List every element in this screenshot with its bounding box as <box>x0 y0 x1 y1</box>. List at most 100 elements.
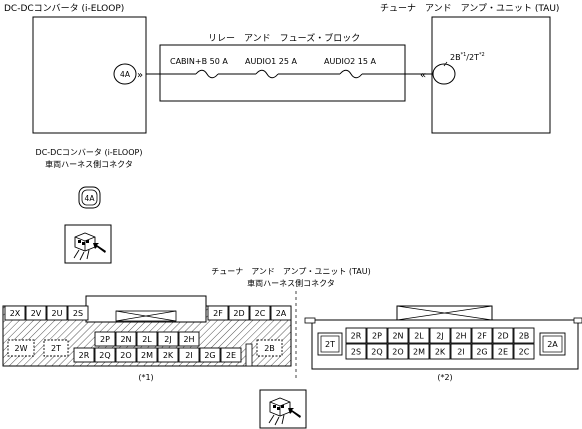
pin-2k: 2K <box>163 351 174 360</box>
pin-2h: 2H <box>183 335 194 344</box>
pin-2w-cell <box>7 339 35 357</box>
pin-2o-cell <box>387 343 409 360</box>
pin-2n: 2N <box>120 335 131 344</box>
pin-2d-cell <box>228 305 250 321</box>
pin-2l-cell <box>136 331 158 347</box>
fuse-audio1: AUDIO1 25 A <box>245 57 298 66</box>
pin-2b: 2B <box>264 344 275 353</box>
pin-2s-cell <box>67 305 89 321</box>
connector-arrow-icon: » <box>137 70 143 81</box>
pin-2q-cell <box>366 343 388 360</box>
pin-2u: 2U <box>52 309 63 318</box>
fuse-audio2: AUDIO2 15 A <box>324 57 377 66</box>
connector-view-hand-icon <box>259 389 307 429</box>
pin-2f: 2F <box>477 332 487 341</box>
connector-4a-marker <box>113 63 137 85</box>
connector-view-hand-icon <box>64 224 112 264</box>
pin-2t: 2T <box>325 340 335 349</box>
pin-2e-cell <box>220 347 242 363</box>
tau-pin-label: 2B*1/2T*2 <box>450 52 485 62</box>
relay-block-title: リレー アンド フューズ・ブロック <box>208 32 360 44</box>
pin-2e: 2E <box>498 348 508 357</box>
pin-2d-cell <box>492 327 514 344</box>
connector-2-note: (*2) <box>437 373 452 382</box>
connector-4a-marker-label: 4A <box>120 70 131 79</box>
connector-1-note: (*1) <box>138 373 153 382</box>
pin-2i-cell <box>450 343 472 360</box>
pin-2r: 2R <box>79 351 90 360</box>
pin-2k: 2K <box>435 348 446 357</box>
pin-2t: 2T <box>51 344 61 353</box>
pin-2k-cell <box>157 347 179 363</box>
tau-title: チューナ アンド アンプ・ユニット (TAU) <box>380 3 559 14</box>
tau-pin-marker <box>432 63 456 85</box>
pin-2a-inner <box>542 335 563 353</box>
pin-2f-cell <box>207 305 229 321</box>
tau-harness-label-2: 車両ハーネス側コネクタ <box>247 278 335 288</box>
pin-2s: 2S <box>73 309 83 318</box>
pin-2j: 2J <box>164 335 171 344</box>
pin-2p: 2P <box>100 335 110 344</box>
pin-2g-cell <box>199 347 221 363</box>
pin-2m: 2M <box>141 351 153 360</box>
pin-2o-cell <box>115 347 137 363</box>
pin-2l: 2L <box>414 332 424 341</box>
pin-2i-cell <box>178 347 200 363</box>
pin-2e-cell <box>492 343 514 360</box>
dcdc-title: DC-DCコンバータ (i-ELOOP) <box>4 3 124 14</box>
pin-2c: 2C <box>255 309 266 318</box>
pin-2l-cell <box>408 327 430 344</box>
pin-2n-cell <box>387 327 409 344</box>
pin-2m-cell <box>136 347 158 363</box>
pin-2w: 2W <box>15 344 28 353</box>
pin-2j-cell <box>429 327 451 344</box>
pin-2s-cell <box>345 343 367 360</box>
pin-2o: 2O <box>392 348 403 357</box>
pin-2v-cell <box>25 305 47 321</box>
pin-2i: 2I <box>185 351 192 360</box>
tau-harness-label-1: チューナ アンド アンプ・ユニット (TAU) <box>211 267 371 276</box>
connector-arrow-icon: « <box>420 70 426 81</box>
tau-box <box>431 16 551 134</box>
pin-2d: 2D <box>497 332 508 341</box>
pin-2t-inner <box>320 335 340 353</box>
pin-2h-cell <box>178 331 200 347</box>
fuse-symbol-icon <box>339 69 363 79</box>
fuse-symbol-icon <box>255 69 279 79</box>
pin-2a: 2A <box>547 340 558 349</box>
pin-2v: 2V <box>31 309 42 318</box>
connector-4a-label: 4A <box>85 194 96 203</box>
pin-2j-cell <box>157 331 179 347</box>
pin-2h: 2H <box>455 332 466 341</box>
pin-2q: 2Q <box>371 348 382 357</box>
pin-2n-cell <box>115 331 137 347</box>
pin-2p-cell <box>94 331 116 347</box>
pin-2q: 2Q <box>99 351 110 360</box>
pin-2g: 2G <box>204 351 215 360</box>
pin-2c-cell <box>513 343 535 360</box>
pin-2p: 2P <box>372 332 382 341</box>
pin-2r-cell <box>345 327 367 344</box>
dcdc-harness-label-2: 車両ハーネス側コネクタ <box>45 159 133 169</box>
pin-2c: 2C <box>519 348 530 357</box>
pin-2c-cell <box>249 305 271 321</box>
pin-2l: 2L <box>142 335 152 344</box>
pin-2r-cell <box>73 347 95 363</box>
pin-2g-cell <box>471 343 493 360</box>
pin-2m-cell <box>408 343 430 360</box>
pin-2a: 2A <box>276 309 287 318</box>
pin-2i: 2I <box>457 348 464 357</box>
pin-2o: 2O <box>120 351 131 360</box>
pin-2d: 2D <box>233 309 244 318</box>
pin-2g: 2G <box>476 348 487 357</box>
pin-2x: 2X <box>10 309 21 318</box>
pin-2a-cell <box>270 305 292 321</box>
pin-2r: 2R <box>351 332 362 341</box>
pin-2j: 2J <box>436 332 443 341</box>
pin-2e: 2E <box>226 351 236 360</box>
fuse-cabin: CABIN+B 50 A <box>170 57 228 66</box>
pin-2t-cell <box>43 339 69 357</box>
pin-2m: 2M <box>413 348 425 357</box>
